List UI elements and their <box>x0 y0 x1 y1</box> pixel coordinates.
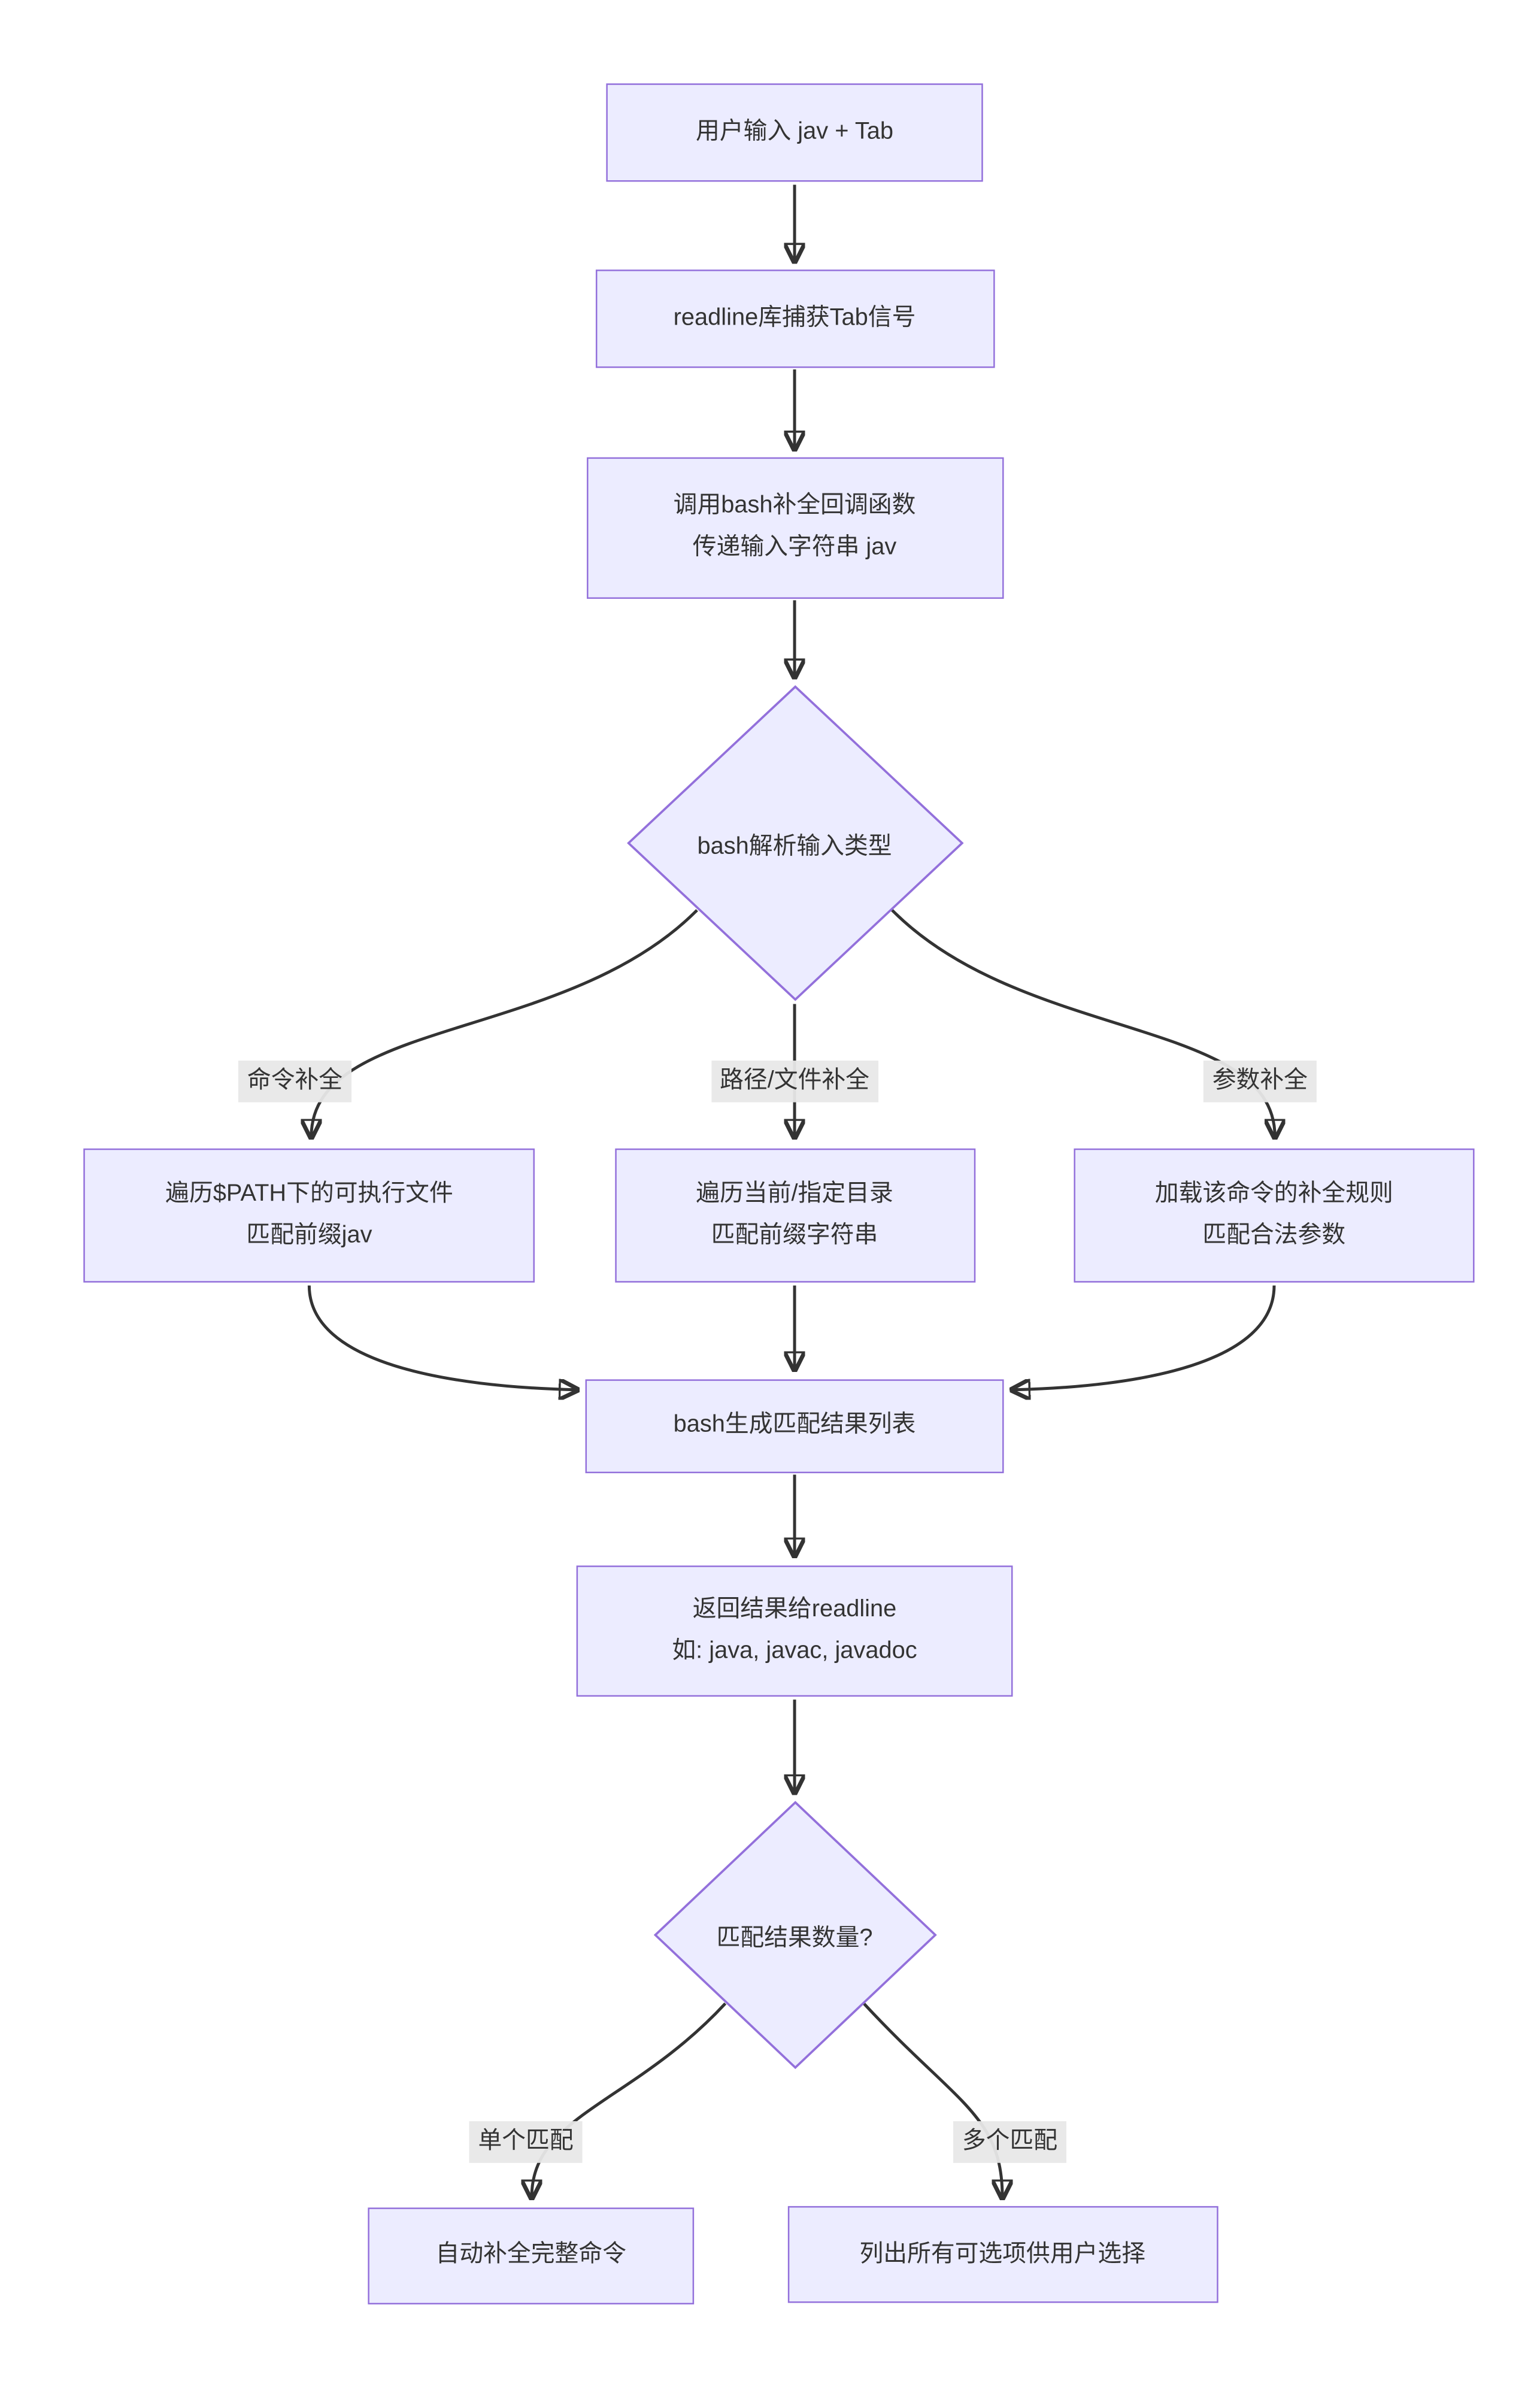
edge-label-single-match: 单个匹配 <box>469 2121 583 2163</box>
node-text-line: 传递输入字符串 jav <box>692 535 897 561</box>
node-match-list: bash生成匹配结果列表 <box>584 1379 1005 1473</box>
node-text-line: 遍历当前/指定目录 <box>696 1180 893 1207</box>
node-text-line: bash生成匹配结果列表 <box>673 1412 916 1438</box>
node-text-line: readline库捕获Tab信号 <box>673 305 916 331</box>
node-return-readline: 返回结果给readline 如: java, javac, javadoc <box>576 1565 1013 1696</box>
node-text-line: 匹配结果数量? <box>716 1926 873 1952</box>
node-bash-callback: 调用bash补全回调函数 传递输入字符串 jav <box>586 456 1004 599</box>
node-path-completion: 遍历当前/指定目录 匹配前缀字符串 <box>614 1147 975 1283</box>
decision-match-count: 匹配结果数量? <box>653 1801 936 2070</box>
node-text-line: 列出所有可选项供用户选择 <box>859 2241 1146 2267</box>
node-text-line: bash解析输入类型 <box>697 834 892 860</box>
node-auto-complete: 自动补全完整命令 <box>368 2207 695 2304</box>
node-text-line: 如: java, javac, javadoc <box>672 1637 917 1664</box>
node-text-line: 调用bash补全回调函数 <box>673 493 916 519</box>
node-text-line: 用户输入 jav + Tab <box>696 119 894 145</box>
edge-label-multi-match: 多个匹配 <box>953 2121 1067 2163</box>
node-cmd-completion: 遍历$PATH下的可执行文件 匹配前缀jav <box>84 1147 535 1283</box>
node-text-line: 遍历$PATH下的可执行文件 <box>165 1180 453 1207</box>
flow-arrow-cmd-to-list <box>307 1285 576 1390</box>
node-list-options: 列出所有可选项供用户选择 <box>787 2206 1218 2304</box>
diamond-shape <box>653 1801 936 2070</box>
edge-label-arg-completion: 参数补全 <box>1203 1061 1317 1102</box>
node-arg-completion: 加载该命令的补全规则 匹配合法参数 <box>1074 1147 1474 1283</box>
node-text-line: 匹配前缀jav <box>246 1222 372 1248</box>
node-text-line: 匹配前缀字符串 <box>711 1222 878 1248</box>
edge-label-cmd-completion: 命令补全 <box>238 1061 352 1102</box>
flow-arrow-arg-to-list <box>1012 1285 1276 1390</box>
node-text-line: 返回结果给readline <box>692 1596 897 1622</box>
decision-parse-type: bash解析输入类型 <box>626 685 963 1001</box>
edge-label-path-completion: 路径/文件补全 <box>711 1061 878 1102</box>
node-text-line: 匹配合法参数 <box>1202 1222 1346 1248</box>
diamond-shape <box>626 685 963 1001</box>
node-text-line: 自动补全完整命令 <box>435 2242 626 2268</box>
node-readline-capture: readline库捕获Tab信号 <box>595 269 995 368</box>
node-user-input: 用户输入 jav + Tab <box>606 83 983 182</box>
node-text-line: 加载该命令的补全规则 <box>1154 1180 1393 1207</box>
